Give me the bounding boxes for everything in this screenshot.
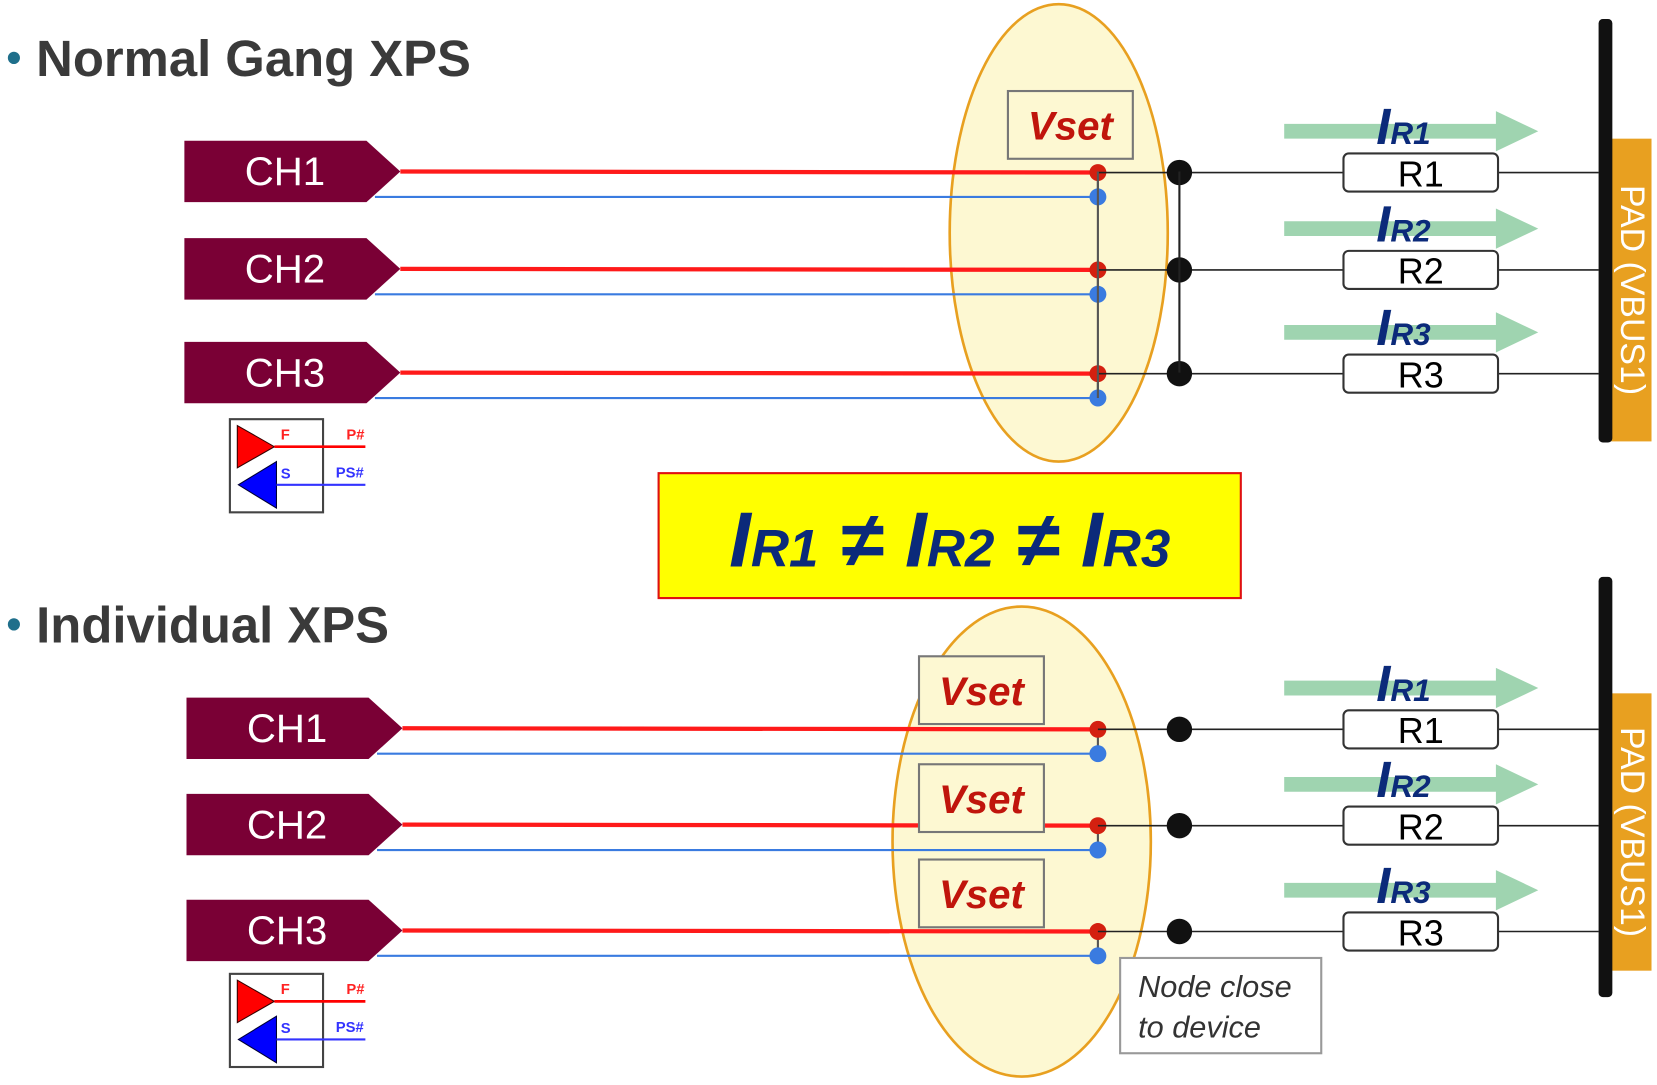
junction-node [1166, 812, 1193, 839]
bullet: • [7, 34, 22, 81]
legend-sense: S [281, 1021, 291, 1037]
force-line [400, 370, 1098, 376]
channel-label: CH1 [247, 706, 327, 751]
vset-box [917, 858, 1045, 929]
pad-label: PAD (VBUS1) [1613, 185, 1651, 395]
current-label: IR1 [1376, 655, 1430, 712]
legend-force-pin: P# [346, 427, 364, 443]
pad-label: PAD (VBUS1) [1613, 727, 1651, 937]
junction-node [1166, 360, 1193, 387]
current-label: IR3 [1376, 299, 1431, 356]
current-label: IR3 [1376, 857, 1431, 914]
note-line: Node close [1138, 969, 1292, 1004]
vbus-bar [1598, 576, 1613, 998]
sense-node [1089, 745, 1107, 763]
sense-node [1089, 947, 1107, 965]
pad-block [1611, 693, 1652, 971]
force-line [400, 169, 1098, 175]
equation-box: IR1 ≠ IR2 ≠ IR3 [657, 472, 1242, 600]
vset-box [1006, 89, 1134, 160]
resistor-1 [1342, 709, 1500, 750]
legend-sense: S [281, 466, 291, 482]
channel-2 [184, 238, 401, 300]
current-arrow-icon [1284, 208, 1539, 249]
current-arrow-icon [1284, 111, 1539, 152]
current-label: IR1 [1376, 98, 1430, 155]
vset-label: Vset [939, 669, 1026, 714]
channel-3 [184, 341, 401, 404]
legend-sense-pin: PS# [336, 465, 364, 481]
resistor-2 [1342, 805, 1500, 846]
junction-node [1166, 716, 1193, 743]
equation-text: IR1 ≠ IR2 ≠ IR3 [729, 495, 1170, 583]
force-triangle-icon [236, 424, 276, 469]
force-line [400, 266, 1098, 273]
vset-box [917, 763, 1045, 834]
note-line: to device [1138, 1009, 1261, 1044]
section-title: Normal Gang XPS [36, 30, 471, 87]
bullet: • [7, 600, 22, 647]
resistor-1 [1342, 152, 1500, 193]
resistor-label: R2 [1398, 806, 1444, 847]
current-arrow-icon [1284, 667, 1539, 709]
legend-force: F [281, 427, 290, 443]
legend-force: F [281, 982, 290, 998]
note-box [1119, 956, 1323, 1055]
resistor-3 [1342, 911, 1500, 952]
vset-label: Vset [939, 872, 1026, 917]
legend-force-pin: P# [346, 982, 364, 998]
resistor-3 [1342, 353, 1500, 394]
pad-block [1611, 138, 1652, 442]
current-arrow-icon [1284, 870, 1539, 911]
current-arrow-icon [1284, 312, 1539, 353]
channel-label: CH2 [245, 247, 325, 292]
channel-label: CH2 [247, 802, 327, 847]
vset-label: Vset [1028, 104, 1115, 149]
resistor-label: R1 [1398, 710, 1444, 751]
force-triangle-icon [236, 979, 276, 1024]
vset-box [917, 655, 1045, 726]
force-line [402, 928, 1098, 934]
current-arrow-icon [1284, 764, 1539, 805]
channel-3 [186, 899, 403, 962]
channel-label: CH3 [245, 350, 325, 395]
highlight-ellipse [948, 2, 1170, 463]
sense-node [1089, 841, 1107, 859]
resistor-label: R3 [1398, 354, 1444, 395]
resistor-label: R3 [1398, 912, 1444, 953]
junction-node [1166, 918, 1193, 945]
vset-label: Vset [939, 777, 1026, 822]
resistor-2 [1342, 249, 1500, 291]
section-title: Individual XPS [36, 597, 389, 654]
resistor-label: R2 [1398, 251, 1444, 292]
channel-1 [184, 140, 401, 203]
resistor-label: R1 [1398, 153, 1444, 194]
channel-label: CH1 [245, 149, 325, 194]
current-label: IR2 [1376, 195, 1431, 252]
legend-sense-pin: PS# [336, 1020, 364, 1036]
channel-2 [186, 793, 403, 856]
force-line [402, 726, 1098, 732]
channel-label: CH3 [247, 908, 327, 953]
channel-1 [186, 697, 403, 759]
vbus-bar [1598, 19, 1613, 443]
current-label: IR2 [1376, 751, 1431, 808]
